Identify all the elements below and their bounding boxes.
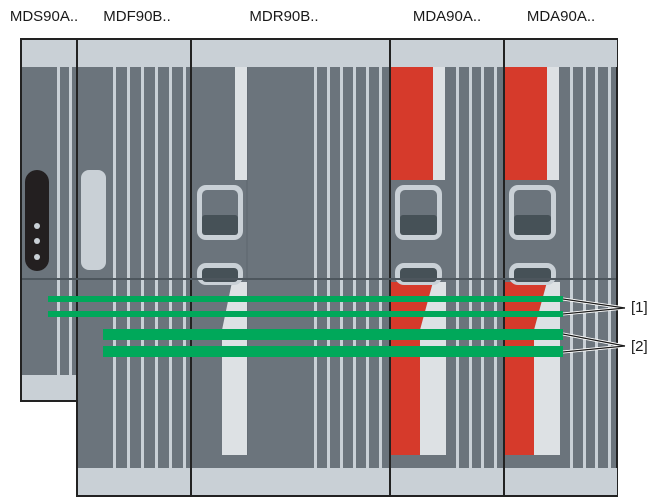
cooling-fin xyxy=(353,67,356,468)
cooling-fin xyxy=(183,67,186,468)
cooling-fin xyxy=(469,67,472,468)
busbar-2-upper xyxy=(103,329,563,340)
module-label-mdf: MDF90B.. xyxy=(103,8,171,25)
cooling-fin xyxy=(141,67,144,468)
callout-label-1: [1] xyxy=(631,299,648,316)
leader-lines xyxy=(562,298,626,353)
module-mds xyxy=(20,38,78,402)
cooling-fin xyxy=(595,67,598,468)
cooling-fin xyxy=(583,67,586,468)
busbar-2-lower xyxy=(103,346,563,357)
cooling-fin xyxy=(379,67,382,468)
module-mda-1 xyxy=(389,38,505,497)
cooling-fin xyxy=(155,67,158,468)
cooling-fin xyxy=(481,67,484,468)
module-mdf xyxy=(76,38,192,497)
cooling-fin xyxy=(456,67,459,468)
busbar-1-upper xyxy=(48,296,563,302)
filter-window xyxy=(81,170,106,270)
module-label-mda-1: MDA90A.. xyxy=(412,8,482,25)
cooling-fin xyxy=(113,67,116,468)
status-display xyxy=(25,170,49,271)
cooling-fin xyxy=(127,67,130,468)
cooling-fin xyxy=(169,67,172,468)
cooling-fin xyxy=(340,67,343,468)
module-mdr xyxy=(190,38,391,497)
module-label-mds: MDS90A.. xyxy=(9,8,79,25)
callout-label-2: [2] xyxy=(631,338,648,355)
module-label-mdr: MDR90B.. xyxy=(249,8,319,25)
cooling-fin xyxy=(327,67,330,468)
busbar-1-lower xyxy=(48,311,563,317)
cooling-fin xyxy=(494,67,497,468)
cooling-fin xyxy=(570,67,573,468)
cooling-fin xyxy=(366,67,369,468)
module-mda-2 xyxy=(503,38,618,497)
cooling-fin xyxy=(314,67,317,468)
module-label-mda-2: MDA90A.. xyxy=(526,8,596,25)
cooling-fin xyxy=(608,67,611,468)
